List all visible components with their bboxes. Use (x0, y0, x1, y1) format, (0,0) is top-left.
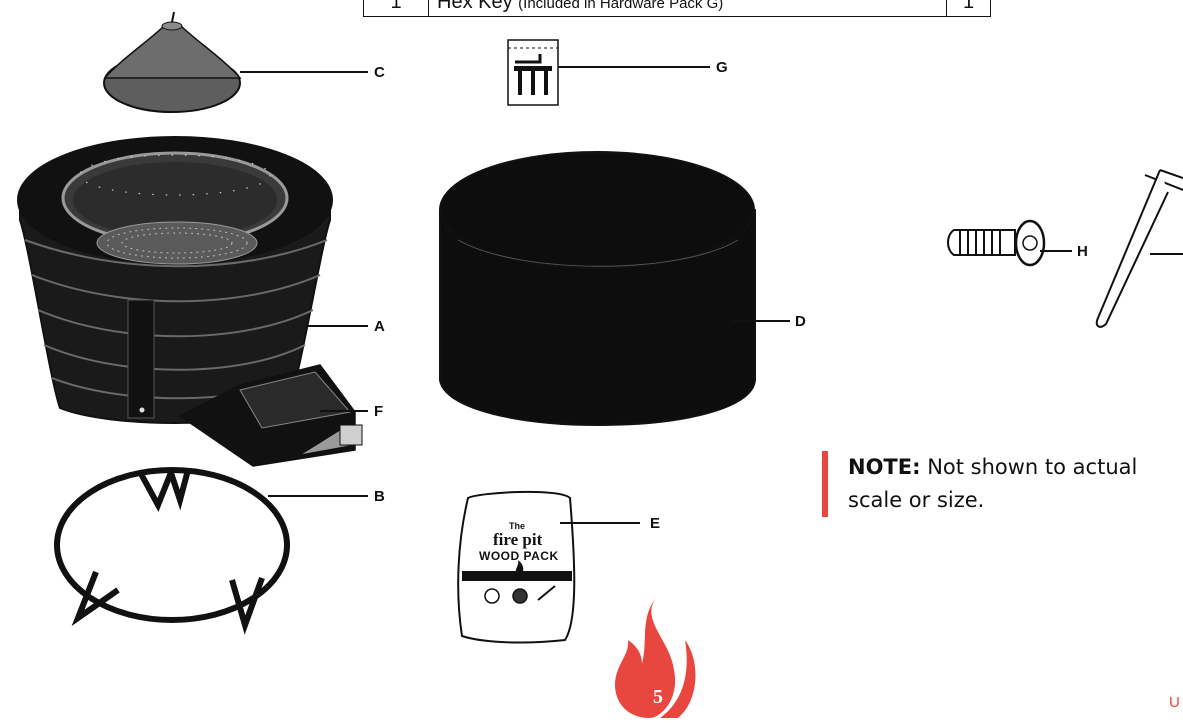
part-label-h: H (1077, 244, 1088, 259)
part-label-g: G (716, 60, 728, 75)
wood-pack-product-name: WOOD PACK (479, 549, 559, 563)
part-h-bolt-illustration (948, 221, 1072, 265)
part-b-stand-illustration (57, 470, 368, 625)
part-label-a: A (374, 319, 385, 334)
page-number: 5 (648, 686, 668, 709)
part-label-c: C (374, 65, 385, 80)
part-label-e: E (650, 516, 660, 531)
part-c-lid-illustration (104, 12, 368, 112)
footer-corner-text: U (1169, 694, 1180, 711)
part-label-f: F (374, 404, 383, 419)
part-e-wood-pack-illustration (458, 492, 640, 643)
scale-note: NOTE: Not shown to actual scale or size. (822, 451, 1183, 517)
hex-key-illustration (1097, 170, 1183, 327)
note-prefix: NOTE: (848, 455, 921, 479)
part-label-b: B (374, 489, 385, 504)
part-label-d: D (795, 314, 806, 329)
part-d-cover-illustration (440, 152, 790, 425)
wood-pack-brand: fire pit (493, 530, 542, 550)
part-g-hardware-pack-illustration (508, 40, 710, 105)
